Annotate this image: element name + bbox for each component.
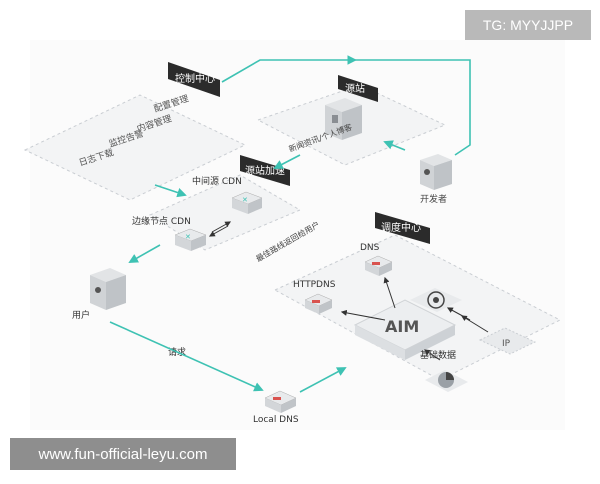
ip-node: IP [478, 327, 537, 355]
developer-label: 开发者 [420, 193, 447, 205]
user-label: 用户 [72, 309, 90, 321]
user-group: 用户 请求 [72, 268, 186, 358]
watermark-bottom: www.fun-official-leyu.com [10, 438, 236, 470]
dns-icon [364, 255, 393, 276]
scheduling-title: 调度中心 [381, 221, 421, 234]
origin-server-icon [325, 98, 362, 140]
flow-arrows [109, 55, 471, 393]
edge-cdn-label: 边缘节点 CDN [132, 215, 191, 227]
watermark-top: TG: MYYJJPP [465, 10, 591, 40]
dns-label: DNS [360, 243, 380, 253]
user-icon [90, 268, 126, 310]
svg-text:✕: ✕ [185, 233, 191, 241]
origin-group: 源站 新闻资讯/个人博客 开发者 [256, 75, 452, 205]
ip-label: IP [502, 339, 511, 349]
origin-accel-group: 源站加速 中间源 CDN ✕ 边缘节点 CDN ✕ [132, 155, 302, 251]
developer-icon [420, 154, 452, 190]
mid-cdn-icon: ✕ [231, 191, 263, 214]
aim-label: AIM [385, 317, 419, 336]
httpdns-icon [304, 293, 333, 314]
svg-text:✕: ✕ [242, 196, 248, 204]
pie-chart-icon [425, 370, 468, 392]
local-dns-label: Local DNS [253, 415, 299, 425]
target-icon [410, 288, 462, 312]
local-dns-group: Local DNS [253, 390, 299, 425]
local-dns-icon [264, 390, 297, 413]
httpdns-label: HTTPDNS [293, 280, 336, 290]
origin-title: 源站 [345, 82, 365, 95]
edge-cdn-icon: ✕ [174, 228, 207, 251]
mid-cdn-label: 中间源 CDN [192, 175, 242, 187]
control-center-title: 控制中心 [175, 72, 215, 85]
aim-platform: AIM [353, 299, 457, 360]
control-center-group: 控制中心 配置管理 内容管理 监控告警 日志下载 [23, 62, 247, 201]
